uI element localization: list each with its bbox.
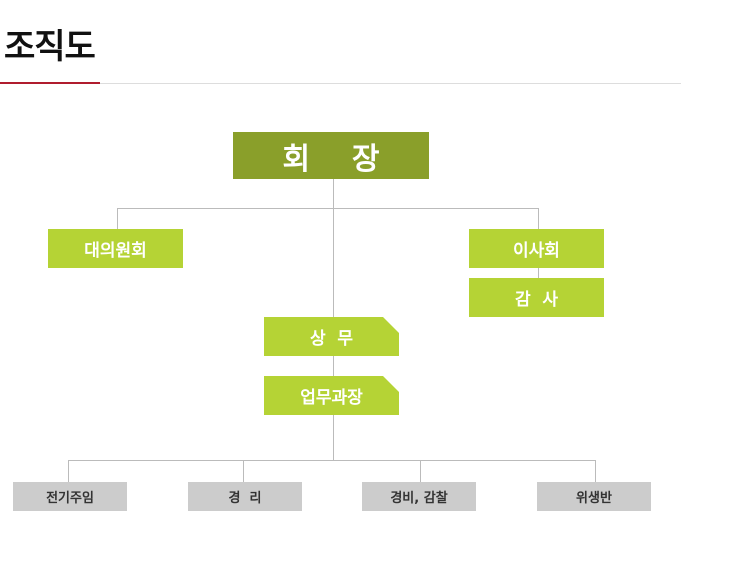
dept-box-accounting: 경 리 bbox=[188, 482, 302, 511]
dept-box-security: 경비, 감찰 bbox=[362, 482, 476, 511]
chairman-box: 회 장 bbox=[233, 132, 429, 179]
board-of-directors-box: 이사회 bbox=[469, 229, 604, 268]
executive-director-box: 상 무 bbox=[264, 317, 399, 356]
dept-box-sanitation: 위생반 bbox=[537, 482, 651, 511]
dept-box-electrical: 전기주임 bbox=[13, 482, 127, 511]
title-accent-bar bbox=[0, 82, 100, 84]
operations-manager-box: 업무과장 bbox=[264, 376, 399, 415]
auditor-box: 감 사 bbox=[469, 278, 604, 317]
title-divider bbox=[0, 83, 681, 84]
page-title: 조직도 bbox=[4, 27, 96, 67]
delegates-council-box: 대의원회 bbox=[48, 229, 183, 268]
